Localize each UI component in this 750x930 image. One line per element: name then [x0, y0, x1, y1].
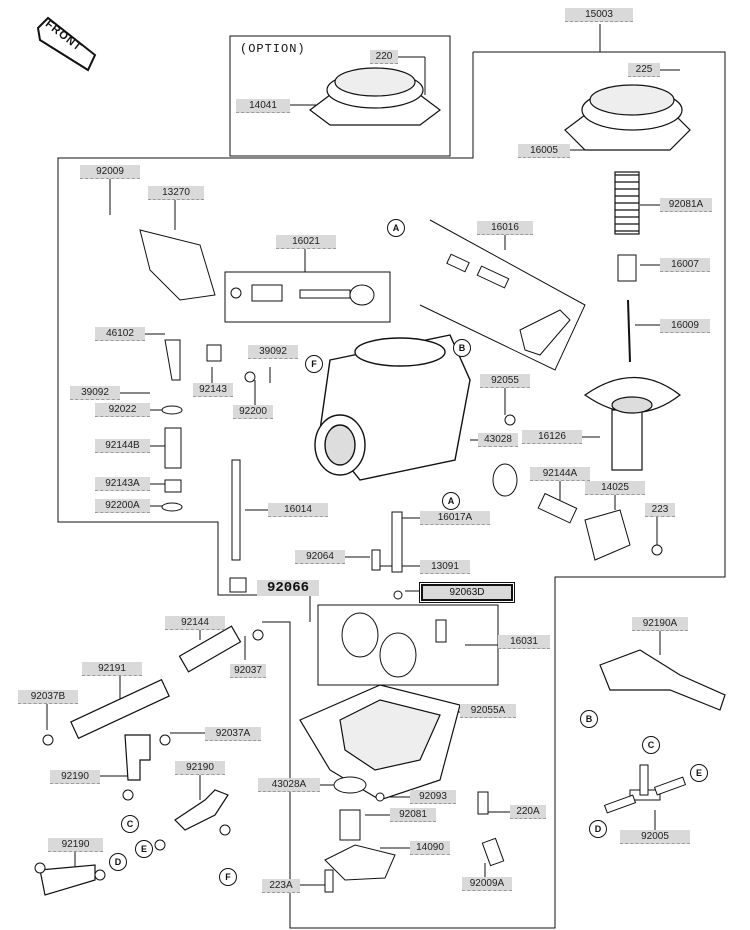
callout-e-hose: E [135, 840, 153, 858]
part-label-220[interactable]: 220 [370, 50, 398, 64]
parts-16021 [230, 284, 375, 306]
part-label-43028A[interactable]: 43028A [258, 778, 320, 792]
jet-needle-16009 [627, 299, 631, 363]
throttle-linkage-13270 [139, 229, 216, 301]
part-label-92081A[interactable]: 92081A [660, 198, 712, 212]
part-label-92190-lower[interactable]: 92190 [48, 838, 103, 852]
bottom-parts [324, 776, 505, 893]
part-label-39092-right[interactable]: 39092 [248, 345, 298, 359]
boundary-line [262, 24, 726, 929]
small-parts-right [371, 414, 663, 600]
part-label-46102[interactable]: 46102 [95, 327, 145, 341]
part-label-16016[interactable]: 16016 [477, 221, 533, 235]
float-bowl-14090 [299, 684, 461, 801]
part-label-16007[interactable]: 16007 [660, 258, 710, 272]
hoses [39, 625, 726, 896]
front-arrow-icon [36, 16, 97, 72]
spring-92081A [614, 171, 640, 235]
diaphragm-16126 [583, 377, 681, 471]
part-label-92144A[interactable]: 92144A [530, 467, 590, 481]
part-label-92200[interactable]: 92200 [233, 405, 273, 419]
part-label-43028[interactable]: 43028 [478, 433, 518, 447]
part-label-92022[interactable]: 92022 [95, 403, 150, 417]
t-joint-92005 [603, 764, 687, 814]
part-label-223[interactable]: 223 [645, 503, 675, 517]
carburetor-body [314, 334, 471, 481]
part-label-16017A[interactable]: 16017A [420, 511, 490, 525]
part-label-92066[interactable]: 92066 [257, 580, 319, 596]
part-label-92009[interactable]: 92009 [80, 165, 140, 179]
part-label-92037A[interactable]: 92037A [205, 727, 261, 741]
part-label-92037B[interactable]: 92037B [18, 690, 78, 704]
option-cover-14041 [309, 67, 441, 126]
callout-f-carburetor: F [305, 355, 323, 373]
part-label-16005[interactable]: 16005 [518, 144, 570, 158]
part-label-92064[interactable]: 92064 [295, 550, 345, 564]
hose-clips [34, 629, 264, 881]
part-label-92191[interactable]: 92191 [82, 662, 142, 676]
option-label: (OPTION) [240, 42, 306, 56]
part-label-16126[interactable]: 16126 [522, 430, 582, 444]
callout-d-hose: D [109, 853, 127, 871]
callout-b-carburetor: B [453, 339, 471, 357]
callout-a-lower: A [442, 492, 460, 510]
part-label-223A[interactable]: 223A [262, 879, 300, 893]
part-label-92190-middle[interactable]: 92190 [175, 761, 225, 775]
part-label-39092-left[interactable]: 39092 [70, 386, 120, 400]
part-label-92055[interactable]: 92055 [480, 374, 530, 388]
part-label-13091[interactable]: 13091 [420, 560, 470, 574]
part-label-92093[interactable]: 92093 [410, 790, 456, 804]
part-label-16021[interactable]: 16021 [276, 235, 336, 249]
part-label-92009A[interactable]: 92009A [462, 877, 512, 891]
part-label-92143[interactable]: 92143 [193, 383, 233, 397]
part-label-92037[interactable]: 92037 [230, 664, 266, 678]
group-box-16021 [224, 271, 391, 323]
callout-c-hose: C [121, 815, 139, 833]
part-label-13270[interactable]: 13270 [148, 186, 204, 200]
part-label-92081[interactable]: 92081 [390, 808, 436, 822]
part-label-14025[interactable]: 14025 [585, 481, 645, 495]
callout-a-upper: A [387, 219, 405, 237]
float-16031 [341, 612, 447, 678]
part-label-92144[interactable]: 92144 [165, 616, 225, 630]
callout-f-hose: F [219, 868, 237, 886]
part-label-220A[interactable]: 220A [510, 805, 546, 819]
part-label-16031[interactable]: 16031 [498, 635, 550, 649]
callout-e-joint: E [690, 764, 708, 782]
needle-holder-16007 [617, 254, 637, 282]
part-label-14041[interactable]: 14041 [236, 99, 290, 113]
callout-b-hose: B [580, 710, 598, 728]
group-box-16016 [419, 219, 586, 371]
part-label-92063D[interactable]: 92063D [419, 582, 515, 603]
callout-d-joint: D [589, 820, 607, 838]
part-label-14090[interactable]: 14090 [410, 841, 450, 855]
part-label-16009[interactable]: 16009 [660, 319, 710, 333]
part-label-92200A[interactable]: 92200A [95, 499, 150, 513]
part-label-16014[interactable]: 16014 [268, 503, 328, 517]
part-label-92143A[interactable]: 92143A [95, 477, 150, 491]
small-parts-left [161, 339, 256, 593]
top-cover-16005 [564, 84, 691, 151]
part-label-92190-upper[interactable]: 92190 [50, 770, 100, 784]
callout-c-joint: C [642, 736, 660, 754]
part-label-92055A[interactable]: 92055A [460, 704, 516, 718]
part-label-225[interactable]: 225 [628, 63, 660, 77]
parts-16016 [446, 253, 571, 356]
part-label-92005[interactable]: 92005 [620, 830, 690, 844]
part-label-92190A[interactable]: 92190A [632, 617, 688, 631]
part-label-15003[interactable]: 15003 [565, 8, 633, 22]
option-box [229, 35, 451, 157]
part-label-92144B[interactable]: 92144B [95, 439, 150, 453]
